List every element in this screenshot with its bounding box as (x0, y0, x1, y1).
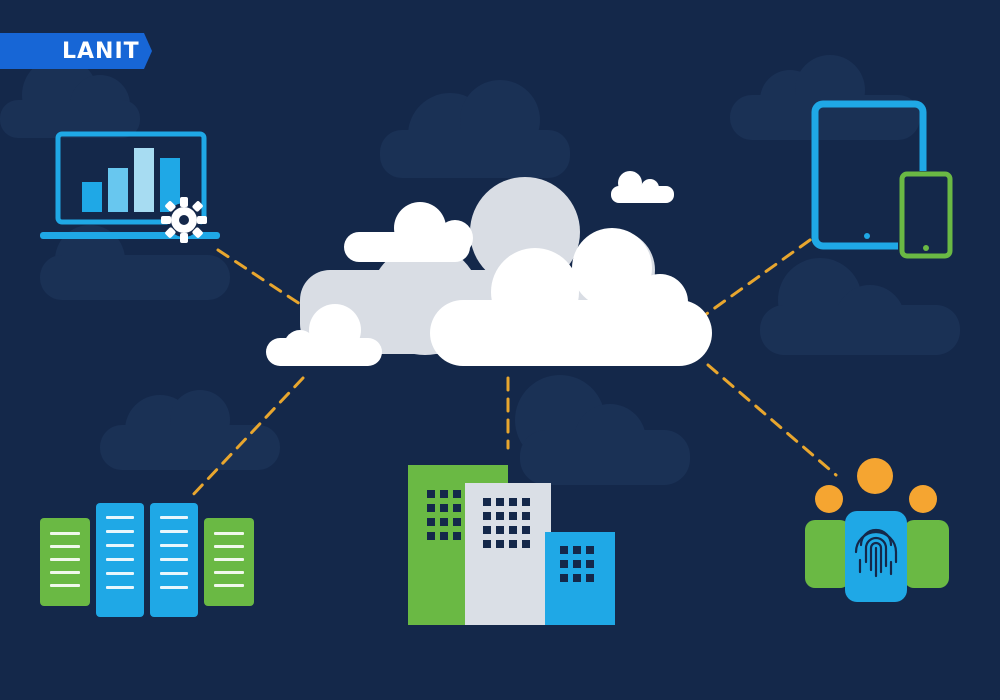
user-body-left (805, 520, 850, 588)
cloud-tiny (611, 171, 674, 203)
server-green-left (40, 518, 90, 606)
background-clouds (0, 55, 960, 485)
bg-cloud-bottom-left (100, 390, 280, 470)
bg-cloud-right (760, 258, 960, 355)
cloud-main (430, 228, 712, 366)
fingerprint-icon (854, 528, 898, 578)
cloud-small-top (344, 202, 473, 262)
cloud-small-left (266, 304, 382, 366)
server-rack-icon (40, 503, 254, 617)
users-group-icon (805, 458, 949, 602)
gear-icon (161, 197, 207, 243)
connector-servers (188, 376, 305, 500)
bg-cloud-top-center (380, 80, 570, 178)
office-buildings-icon (408, 465, 615, 625)
user-head-center (857, 458, 893, 494)
user-body-right (904, 520, 949, 588)
user-head-right (909, 485, 937, 513)
connector-laptop (216, 248, 302, 306)
brand-logo-text: LANIT (62, 39, 140, 64)
brand-logo-tag (0, 33, 152, 69)
smartphone-icon (898, 171, 954, 259)
connector-users (706, 363, 838, 477)
connector-lines (188, 238, 838, 500)
user-head-left (815, 485, 843, 513)
bg-cloud-bottom-center (515, 375, 690, 485)
bg-cloud-left (40, 225, 230, 300)
bg-cloud-top-left (0, 57, 140, 138)
connector-devices (703, 238, 812, 317)
building-grey (465, 483, 551, 625)
laptop-analytics-icon (40, 131, 220, 243)
server-green-right (204, 518, 254, 606)
cloud-icon (266, 171, 712, 366)
